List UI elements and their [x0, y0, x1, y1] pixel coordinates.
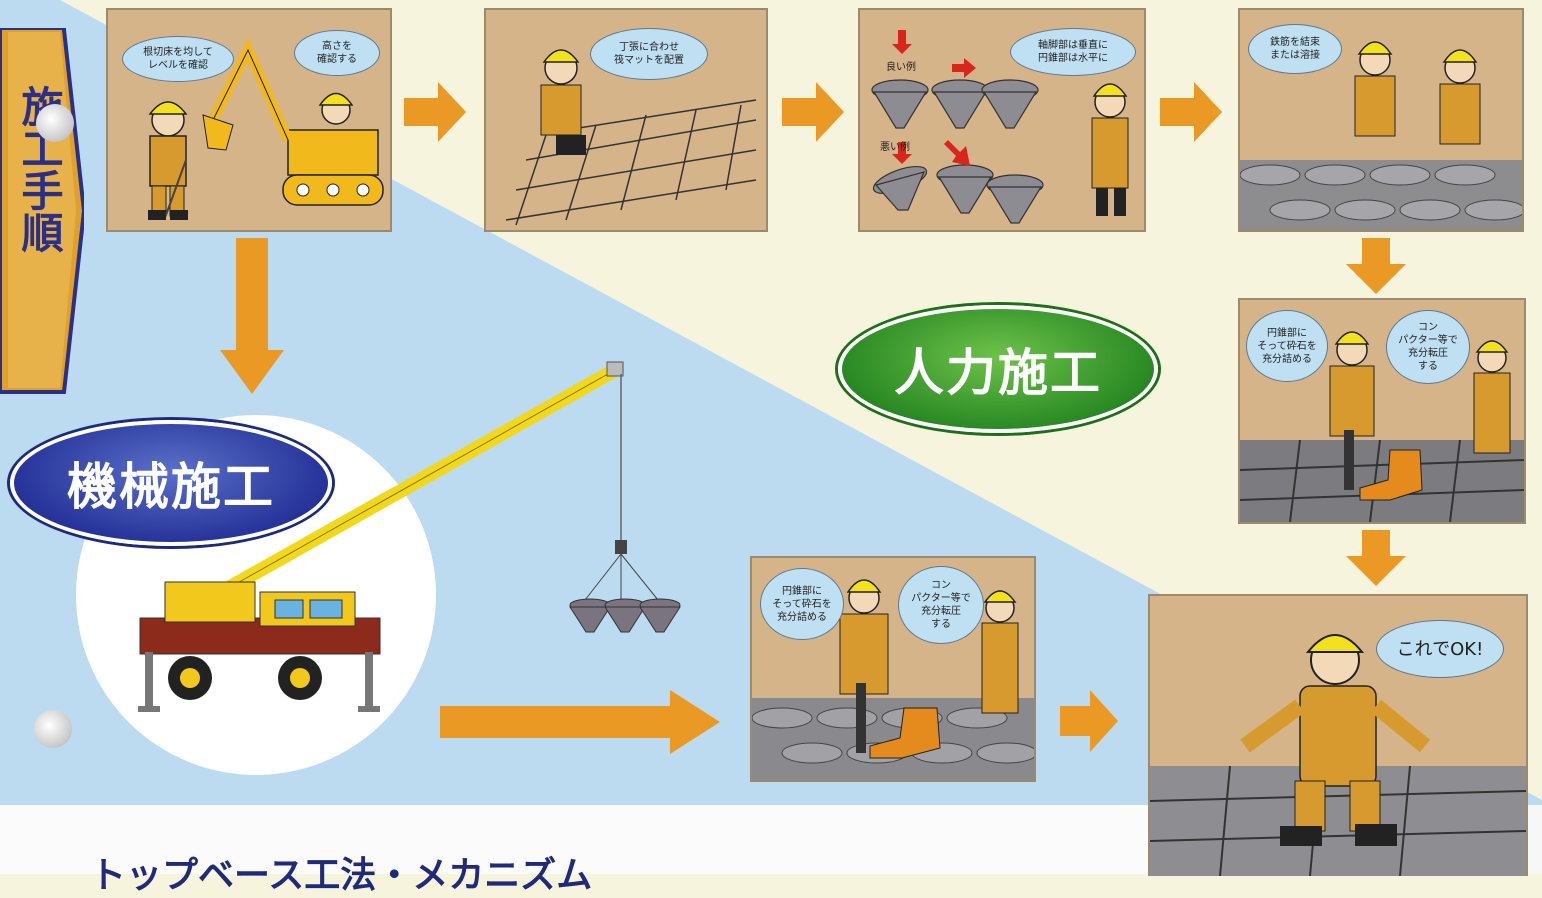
binder-hole: [36, 104, 74, 142]
speech-bubble: 円錐部に そって砕石を 充分詰める: [1246, 310, 1328, 382]
speech-bubble: 丁張に合わせ 筏マットを配置: [590, 28, 708, 80]
excavator-scene: [148, 38, 384, 220]
compaction-scene: [1240, 331, 1524, 522]
grid-scene: [505, 49, 757, 226]
speech-bubble: 軸脚部は垂直に 円錐部は水平に: [1010, 28, 1136, 76]
panel-rebar-binding: 鉄筋を結束 または溶接: [1238, 8, 1524, 232]
manual-construction-badge: 人力施工: [838, 305, 1158, 433]
complete-scene: [1150, 634, 1526, 876]
speech-bubble: コン パクター等で 充分転圧 する: [1386, 310, 1470, 384]
speech-bubble: 根切床を均して レベルを確認: [122, 36, 234, 82]
section-title: トップベース工法・メカニズム: [90, 855, 593, 896]
flow-arrow-down: [1346, 530, 1406, 586]
panel-leveling: 根切床を均して レベルを確認 高さを 確認する: [106, 8, 392, 232]
flow-arrow-right: [782, 82, 844, 142]
bad-example-label: 悪い例: [880, 142, 910, 153]
good-example-label: 良い例: [886, 62, 916, 73]
flow-arrow-down: [220, 238, 284, 394]
speech-bubble: 円錐部に そって砕石を 充分詰める: [760, 568, 844, 640]
flow-arrow-down: [1346, 238, 1406, 294]
flow-arrow-right: [1160, 82, 1222, 142]
speech-bubble: コン パクター等で 充分転圧 する: [898, 566, 984, 644]
panel-good-bad-example: 良い例 悪い例 軸脚部は垂直に 円錐部は水平に: [858, 8, 1146, 232]
speech-bubble: 鉄筋を結束 または溶接: [1248, 24, 1342, 74]
machine-construction-badge: 機械施工: [10, 420, 332, 546]
flow-arrow-right: [1060, 690, 1118, 752]
panel-mat-placement: 丁張に合わせ 筏マットを配置: [484, 8, 768, 232]
flow-arrow-right: [440, 690, 720, 754]
speech-bubble: 高さを 確認する: [294, 30, 380, 76]
cone-examples: [871, 30, 1129, 224]
compaction-scene: [752, 579, 1034, 780]
panel-complete: これでOK!: [1148, 594, 1528, 876]
panel-compaction-machine: 円錐部に そって砕石を 充分詰める コン パクター等で 充分転圧 する: [750, 556, 1036, 782]
speech-bubble: これでOK!: [1376, 620, 1504, 678]
panel-compaction-manual: 円錐部に そって砕石を 充分詰める コン パクター等で 充分転圧 する: [1238, 298, 1526, 524]
rebar-scene: [1240, 41, 1522, 230]
flow-arrow-right: [404, 82, 466, 142]
binder-hole: [34, 710, 72, 748]
